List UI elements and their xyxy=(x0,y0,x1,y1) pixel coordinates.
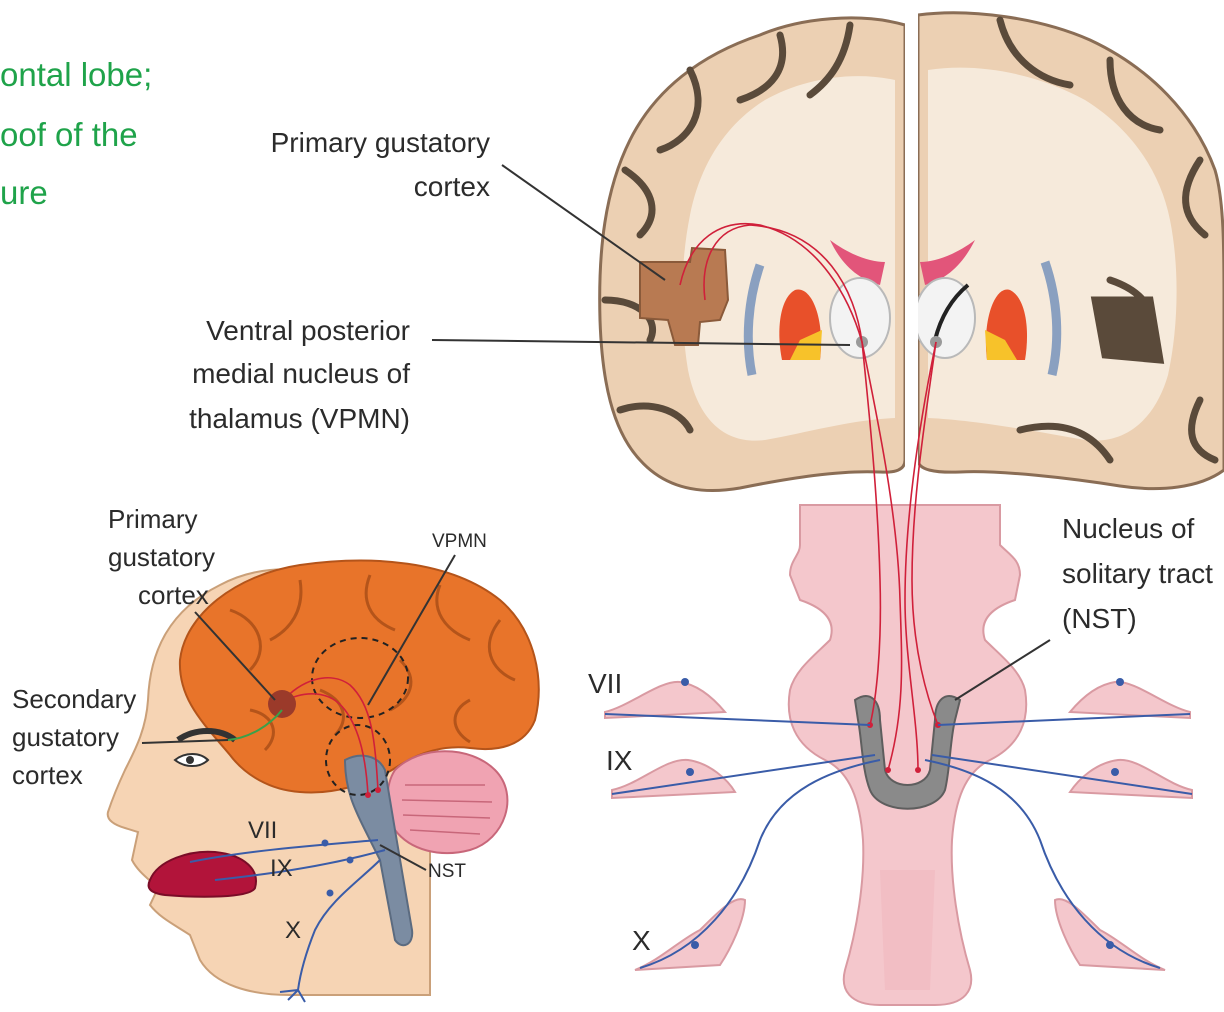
head-label-primary-line-1: Primary xyxy=(108,504,198,534)
label-vpmn-line-2: medial nucleus of xyxy=(192,358,410,389)
ganglion-x-left xyxy=(635,899,745,970)
head-label-primary-line-3: cortex xyxy=(138,580,209,610)
sagittal-head xyxy=(108,561,539,1002)
label-nst-line-2: solitary tract xyxy=(1062,558,1213,589)
head-label-nerve-ix: IX xyxy=(270,855,293,882)
label-primary-gustatory-line-2: cortex xyxy=(414,171,490,202)
midline-gap xyxy=(905,10,918,480)
head-label-nerve-vii: VII xyxy=(248,817,277,844)
ganglion-vii-right xyxy=(1070,682,1190,718)
label-nerve-x: X xyxy=(632,925,651,956)
right-thalamus xyxy=(915,278,975,358)
overlay-text-line-3: ure xyxy=(0,174,48,211)
label-nst-line-3: (NST) xyxy=(1062,603,1137,634)
head-label-vpmn: VPMN xyxy=(432,531,487,552)
ganglion-x-right xyxy=(1055,899,1165,970)
head-label-secondary-line-3: cortex xyxy=(12,760,83,790)
label-nst-line-1: Nucleus of xyxy=(1062,513,1195,544)
label-primary-gustatory-line-1: Primary gustatory xyxy=(271,127,490,158)
coronal-brain-section xyxy=(600,10,1224,491)
head-label-secondary-line-1: Secondary xyxy=(12,684,136,714)
label-vpmn-line-3: thalamus (VPMN) xyxy=(189,403,410,434)
brainstem xyxy=(789,505,1026,1005)
overlay-text-line-1: ontal lobe; xyxy=(0,56,152,93)
head-label-nerve-x: X xyxy=(285,917,301,944)
label-vpmn-line-1: Ventral posterior xyxy=(206,315,410,346)
head-label-secondary-line-2: gustatory xyxy=(12,722,119,752)
label-nerve-vii: VII xyxy=(588,668,622,699)
label-nerve-ix: IX xyxy=(606,745,633,776)
ganglion-vii-left xyxy=(605,682,725,718)
head-label-nst: NST xyxy=(428,861,466,882)
overlay-text-line-2: oof of the xyxy=(0,116,138,153)
head-label-primary-line-2: gustatory xyxy=(108,542,215,572)
head-primary-gustatory-dot xyxy=(268,690,296,718)
